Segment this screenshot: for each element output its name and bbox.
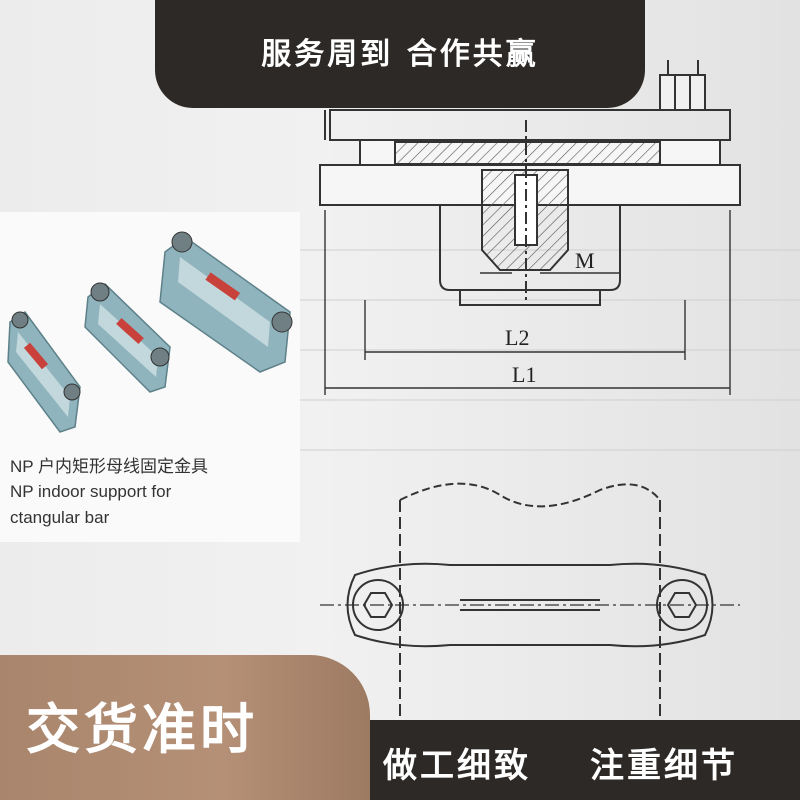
top-slogan-text: 服务周到 合作共赢	[261, 37, 539, 72]
dimension-label-m: M	[575, 248, 595, 273]
dimension-label-l2: L2	[505, 325, 529, 350]
section-view	[319, 60, 741, 395]
caption-chinese: NP 户内矩形母线固定金具	[10, 457, 209, 476]
clamp-large	[159, 231, 293, 373]
technical-drawing: M L2 L1	[300, 60, 800, 720]
product-photo-panel: NP 户内矩形母线固定金具 NP indoor support for ctan…	[0, 212, 300, 542]
busbar-clamp-photo	[7, 231, 293, 433]
background-table-lines	[300, 249, 800, 451]
top-slogan-banner: 服务周到 合作共赢	[155, 0, 645, 108]
clamp-small	[7, 310, 81, 433]
delivery-badge: 交货准时	[0, 655, 370, 800]
clamp-middle	[84, 282, 171, 393]
delivery-badge-text: 交货准时	[26, 698, 258, 761]
caption-english-line1: NP indoor support for	[10, 482, 172, 501]
caption-english-line2: ctangular bar	[10, 508, 110, 527]
dimension-label-l1: L1	[512, 362, 536, 387]
slogan-details: 注重细节	[590, 746, 738, 786]
plan-view	[320, 482, 740, 720]
slogan-craftsmanship: 做工细致	[383, 746, 531, 786]
